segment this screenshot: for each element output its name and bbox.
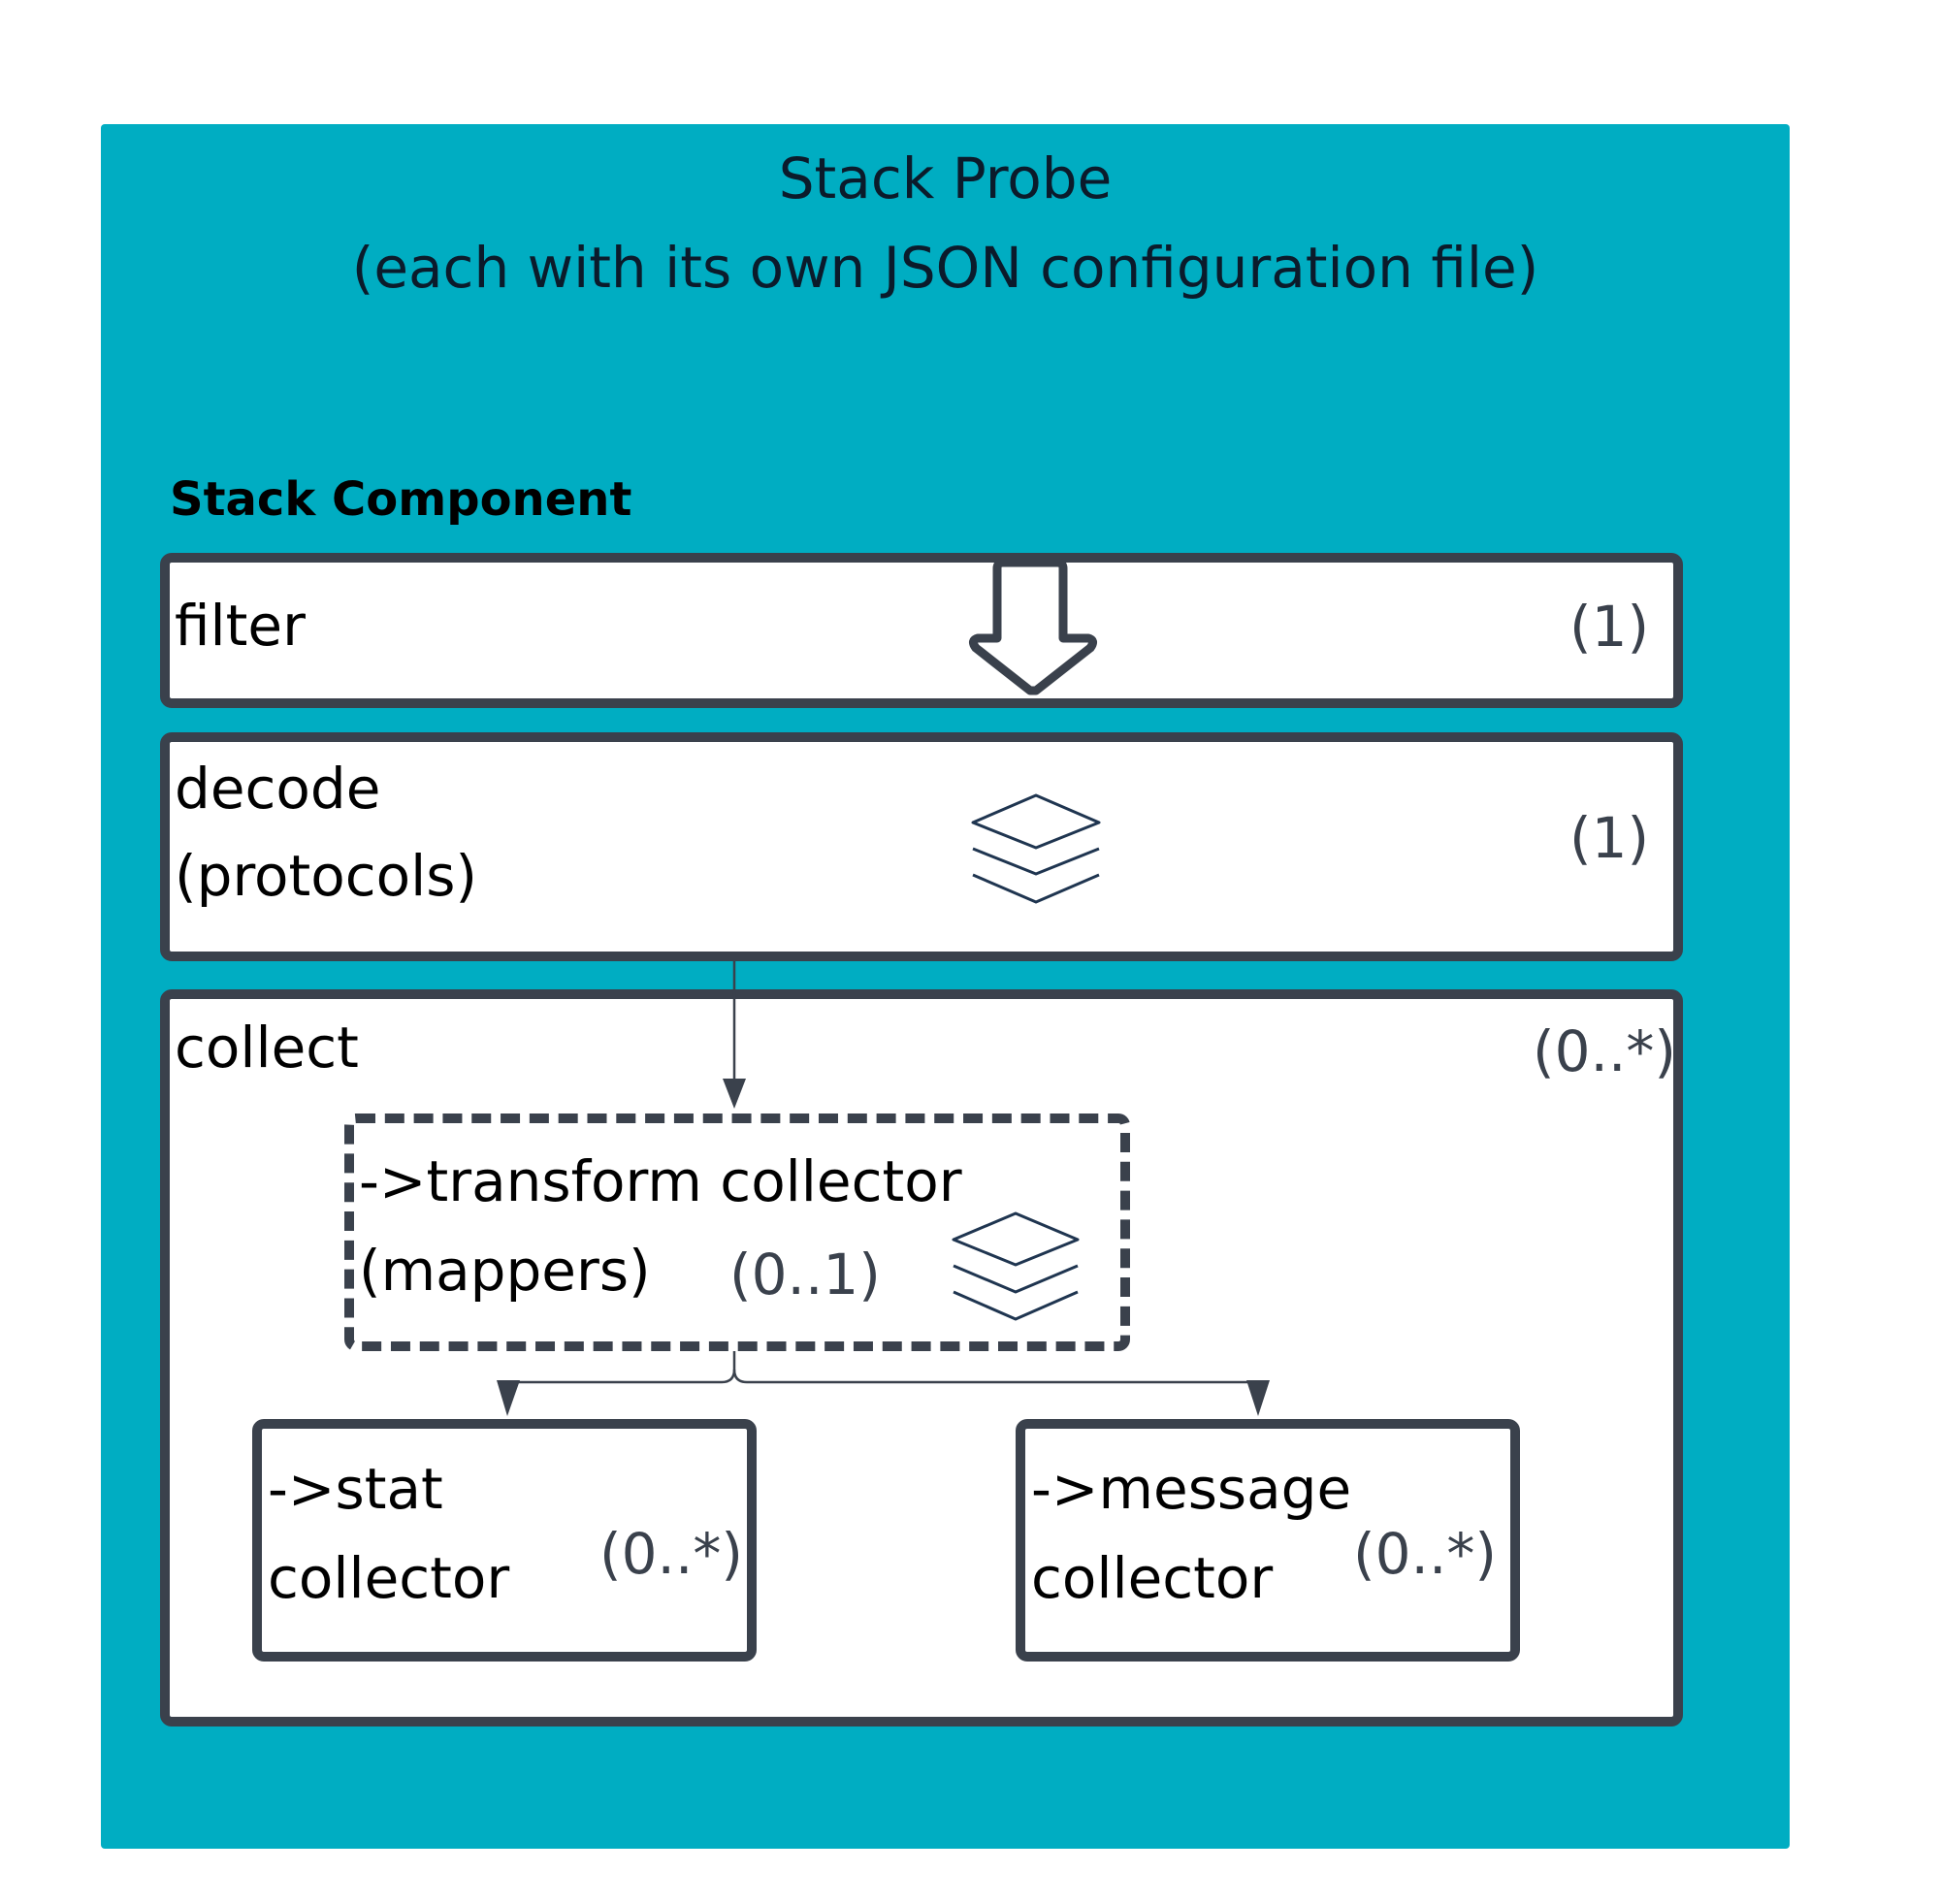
decode-label-line1: decode	[175, 756, 381, 822]
transform-label-line2: (mappers)	[359, 1238, 651, 1304]
message-collector-box	[1016, 1419, 1520, 1662]
transform-label-line1: ->transform collector	[359, 1148, 962, 1214]
decode-label-line2: (protocols)	[175, 843, 478, 909]
collect-multiplicity: (0..*)	[1533, 1018, 1677, 1084]
probe-title-line1: Stack Probe	[778, 145, 1113, 211]
decode-multiplicity: (1)	[1569, 805, 1650, 871]
transform-multiplicity: (0..1)	[729, 1242, 881, 1307]
message-label-line1: ->message	[1031, 1456, 1352, 1522]
stack-component-label: Stack Component	[170, 472, 632, 527]
collect-label: collect	[175, 1015, 359, 1081]
stat-label-line2: collector	[268, 1545, 510, 1611]
message-multiplicity: (0..*)	[1353, 1521, 1498, 1587]
probe-title-line2: (each with its own JSON configuration fi…	[351, 235, 1539, 301]
stat-collector-box	[252, 1419, 757, 1662]
stat-multiplicity: (0..*)	[599, 1521, 744, 1587]
filter-multiplicity: (1)	[1569, 594, 1650, 660]
filter-box	[160, 553, 1683, 708]
decode-box	[160, 732, 1683, 961]
stat-label-line1: ->stat	[268, 1456, 443, 1522]
message-label-line2: collector	[1031, 1545, 1274, 1611]
filter-label: filter	[175, 593, 306, 659]
probe-title: Stack Probe (each with its own JSON conf…	[101, 134, 1790, 312]
